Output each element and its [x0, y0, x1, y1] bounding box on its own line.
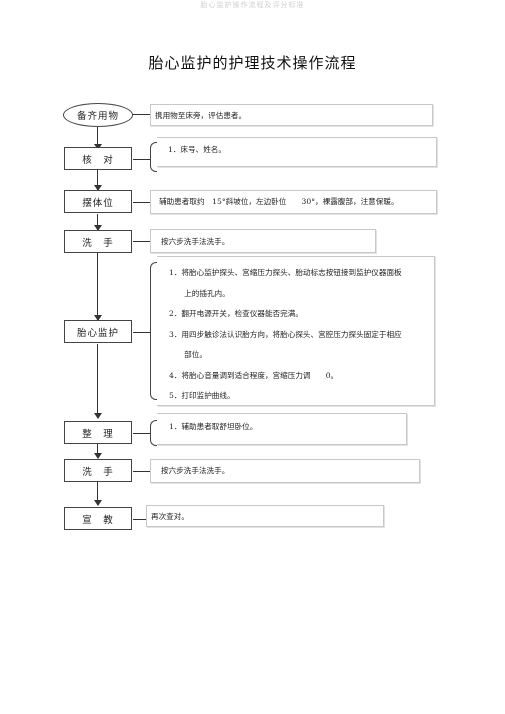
- note-monitor: 1．将胎心监护探头、宫缩压力探头、胎动标志按钮接到监护仪器面板 上的插孔内。 2…: [157, 256, 435, 406]
- flow-connector: [97, 170, 98, 190]
- flow-arrow: [94, 185, 102, 191]
- step-label: 洗 手: [82, 237, 114, 249]
- note-line: 按六步洗手法洗手。: [161, 237, 230, 246]
- step-label: 宣 教: [82, 514, 114, 526]
- note-wash-hands-2: 按六步洗手法洗手。: [150, 459, 420, 483]
- note-position: 辅助患者取约 15°斜坡位，左边卧位 30°，裸露腹部，注意保暖。: [150, 190, 437, 214]
- page-header: 胎心监护操作流程及评分标准: [200, 1, 305, 9]
- note-line: 辅助患者取约 15°斜坡位，左边卧位 30°，裸露腹部，注意保暖。: [159, 197, 399, 206]
- step-education: 宣 教: [64, 507, 132, 530]
- note-link: [133, 433, 150, 434]
- note-tidy: 1．辅助患者取舒坦卧位。: [157, 413, 407, 445]
- flow-arrow: [94, 413, 102, 419]
- note-line: 2．翻开电源开关，检查仪器能否完满。: [169, 309, 303, 318]
- step-verify: 核 对: [64, 147, 132, 170]
- note-link: [133, 159, 150, 160]
- note-line: 按六步洗手法洗手。: [161, 466, 230, 475]
- note-link: [133, 332, 150, 333]
- note-link: [133, 202, 150, 203]
- page-title: 胎心监护的护理技术操作流程: [148, 54, 357, 72]
- step-wash-hands-1: 洗 手: [64, 230, 132, 253]
- step-label: 洗 手: [82, 466, 114, 478]
- flow-arrow: [94, 453, 102, 459]
- note-link: [133, 241, 150, 242]
- note-line: 部位。: [169, 350, 207, 359]
- note-line: 4．将胎心音量调到适合程度，宫缩压力调 0。: [169, 370, 339, 380]
- flow-connector: [97, 214, 98, 230]
- note-prepare: 携用物至床旁，评估患者。: [150, 104, 433, 126]
- step-position: 摆体位: [64, 190, 132, 213]
- note-link: [133, 114, 150, 115]
- note-link: [133, 471, 150, 472]
- step-label: 整 理: [82, 428, 114, 440]
- note-line: 携用物至床旁，评估患者。: [155, 111, 247, 120]
- flow-connector: [97, 253, 98, 320]
- step-monitor: 胎心监护: [64, 320, 132, 343]
- flow-connector: [97, 482, 98, 505]
- flow-connector: [97, 126, 98, 148]
- step-wash-hands-2: 洗 手: [64, 459, 132, 482]
- step-tidy: 整 理: [64, 421, 132, 444]
- note-line: 上的插孔内。: [169, 288, 230, 298]
- note-verify: 1．床号、姓名。: [157, 137, 437, 167]
- note-brace: [150, 262, 157, 400]
- step-label: 胎心监护: [76, 327, 119, 339]
- note-line: 1．将胎心监护探头、宫缩压力探头、胎动标志按钮接到监护仪器面板: [169, 268, 402, 277]
- note-line: 3．用四步触诊法认识胎方向，将胎心探头、宫腔压力探头固定于相应: [169, 329, 402, 339]
- flow-connector: [97, 344, 98, 418]
- step-label: 核 对: [82, 154, 114, 166]
- note-line: 5．打印监护曲线。: [169, 391, 235, 400]
- step-prepare: 备齐用物: [63, 103, 133, 127]
- note-education: 再次查对。: [146, 505, 384, 527]
- note-brace: [150, 142, 157, 172]
- note-wash-hands-1: 按六步洗手法洗手。: [150, 229, 376, 253]
- note-line: 再次查对。: [151, 512, 189, 521]
- flow-connector: [97, 444, 98, 457]
- flow-arrow: [94, 315, 102, 321]
- flow-arrow: [94, 500, 102, 506]
- step-label: 备齐用物: [76, 111, 119, 122]
- note-link: [133, 519, 150, 520]
- note-brace: [150, 420, 157, 446]
- step-label: 摆体位: [82, 197, 114, 209]
- note-line: 1．辅助患者取舒坦卧位。: [169, 422, 258, 431]
- flow-arrow: [94, 225, 102, 231]
- note-line: 1．床号、姓名。: [168, 145, 226, 154]
